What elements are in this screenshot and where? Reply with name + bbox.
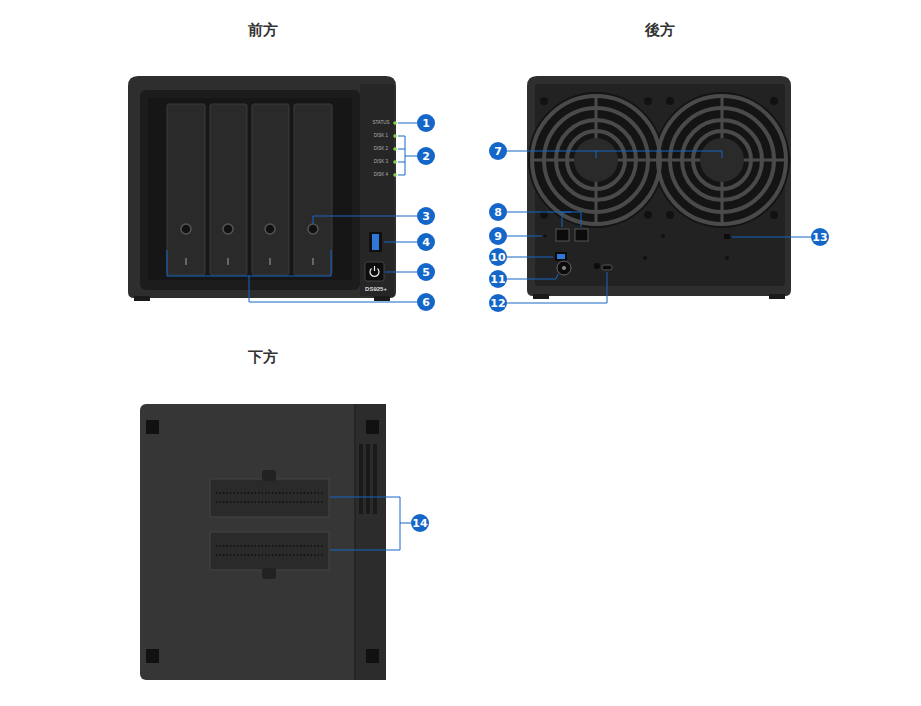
callout-number: 11 (489, 270, 507, 288)
callout-number: 6 (417, 293, 435, 311)
led-label: DISK 4 (374, 173, 388, 178)
view-heading: 後方 (645, 23, 675, 38)
callout-number: 2 (417, 147, 435, 165)
view-heading: 前方 (248, 23, 278, 38)
bottom-view (140, 404, 411, 680)
callout-number: 5 (417, 263, 435, 281)
callout-number: 4 (417, 233, 435, 251)
callout-number: 7 (489, 142, 507, 160)
callout-number: 8 (489, 203, 507, 221)
back-view (507, 76, 811, 303)
callout-number: 14 (411, 514, 429, 532)
callout-number: 10 (489, 248, 507, 266)
led-label: DISK 3 (374, 160, 388, 165)
callout-number: 3 (417, 207, 435, 225)
fans (528, 92, 790, 228)
callout-number: 12 (489, 294, 507, 312)
led-label: STATUS (372, 121, 389, 126)
led-label: DISK 1 (374, 134, 388, 139)
front-view (128, 76, 417, 302)
view-heading: 下方 (248, 350, 278, 365)
callout-number: 1 (417, 114, 435, 132)
callout-number: 9 (489, 227, 507, 245)
led-label: DISK 2 (374, 147, 388, 152)
model-name: DS925+ (365, 286, 387, 292)
callout-number: 13 (811, 228, 829, 246)
